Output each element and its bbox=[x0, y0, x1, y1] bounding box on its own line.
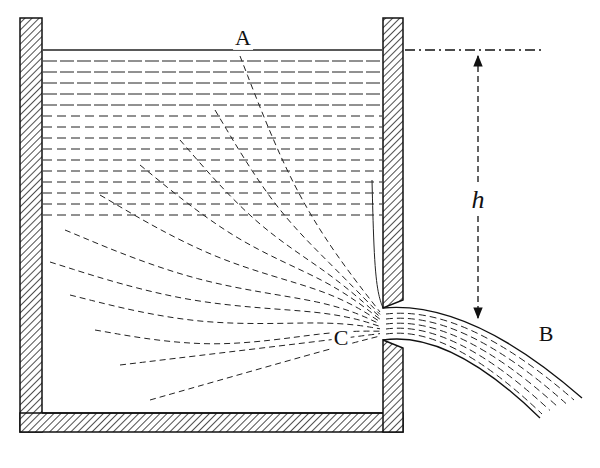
water-line bbox=[43, 215, 382, 216]
jet-streamline bbox=[386, 333, 542, 414]
water-line bbox=[43, 149, 382, 150]
jet-streamline bbox=[386, 323, 558, 407]
streamline bbox=[140, 165, 380, 319]
water-line bbox=[43, 127, 382, 128]
streamline bbox=[65, 230, 380, 324]
water-line bbox=[43, 138, 382, 139]
streamline bbox=[100, 195, 380, 322]
water-lines bbox=[43, 50, 382, 215]
water-line bbox=[43, 160, 382, 161]
streamline bbox=[215, 110, 380, 314]
dimension-label: h bbox=[470, 186, 487, 215]
water-line bbox=[43, 61, 382, 62]
water-line bbox=[43, 94, 382, 95]
water-line bbox=[43, 49, 382, 51]
streamline bbox=[372, 180, 383, 308]
streamline bbox=[50, 262, 380, 326]
streamline bbox=[240, 56, 380, 312]
water-line bbox=[43, 72, 382, 73]
point-label: A bbox=[233, 26, 253, 50]
point-label: C bbox=[332, 326, 351, 350]
water-line bbox=[43, 204, 382, 205]
point-label: B bbox=[537, 322, 556, 346]
water-line bbox=[43, 182, 382, 183]
streamlines bbox=[50, 56, 383, 400]
water-line bbox=[43, 83, 382, 84]
streamline bbox=[70, 295, 380, 329]
streamline bbox=[180, 140, 380, 317]
water-line bbox=[43, 193, 382, 194]
water-line bbox=[43, 105, 382, 106]
water-line bbox=[43, 116, 382, 117]
jet bbox=[383, 307, 582, 418]
jet-streamline bbox=[386, 313, 574, 400]
level-line bbox=[405, 49, 545, 50]
water-line bbox=[43, 171, 382, 172]
tank-walls bbox=[20, 18, 403, 432]
